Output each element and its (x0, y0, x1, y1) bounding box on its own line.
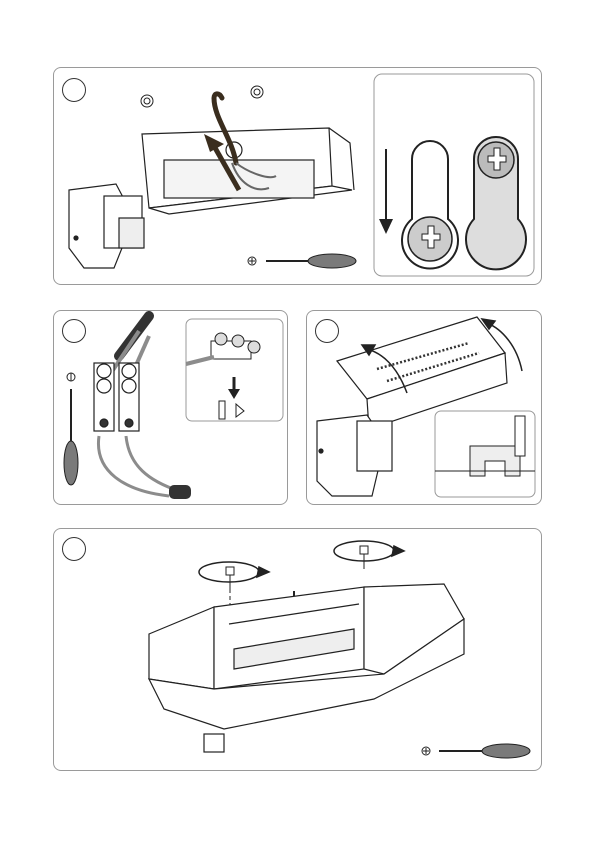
hook-clip-detail (435, 411, 535, 497)
wall-plug-icon (141, 86, 263, 107)
cable-wire-right (126, 436, 179, 491)
screw-icon (226, 546, 368, 589)
cable-wire-left (98, 436, 169, 496)
step-3-panel (306, 310, 542, 505)
step-3-illustration (307, 311, 542, 505)
step-2-illustration (54, 311, 288, 505)
step-4-panel (53, 528, 542, 771)
terminal-block-detail (186, 319, 283, 421)
luminaire-housing (149, 584, 464, 752)
luminaire-head (69, 184, 144, 268)
step-1-illustration (54, 68, 542, 285)
flathead-screwdriver-icon (64, 373, 78, 485)
phillips-screwdriver-icon (422, 744, 530, 758)
step-2-panel (53, 310, 288, 505)
step-4-illustration (54, 529, 542, 771)
keyhole-slot-detail (374, 74, 534, 276)
step-1-panel (53, 67, 542, 285)
phillips-screwdriver-icon (248, 254, 356, 268)
terminal-block (94, 363, 139, 431)
luminaire-head (317, 415, 392, 496)
